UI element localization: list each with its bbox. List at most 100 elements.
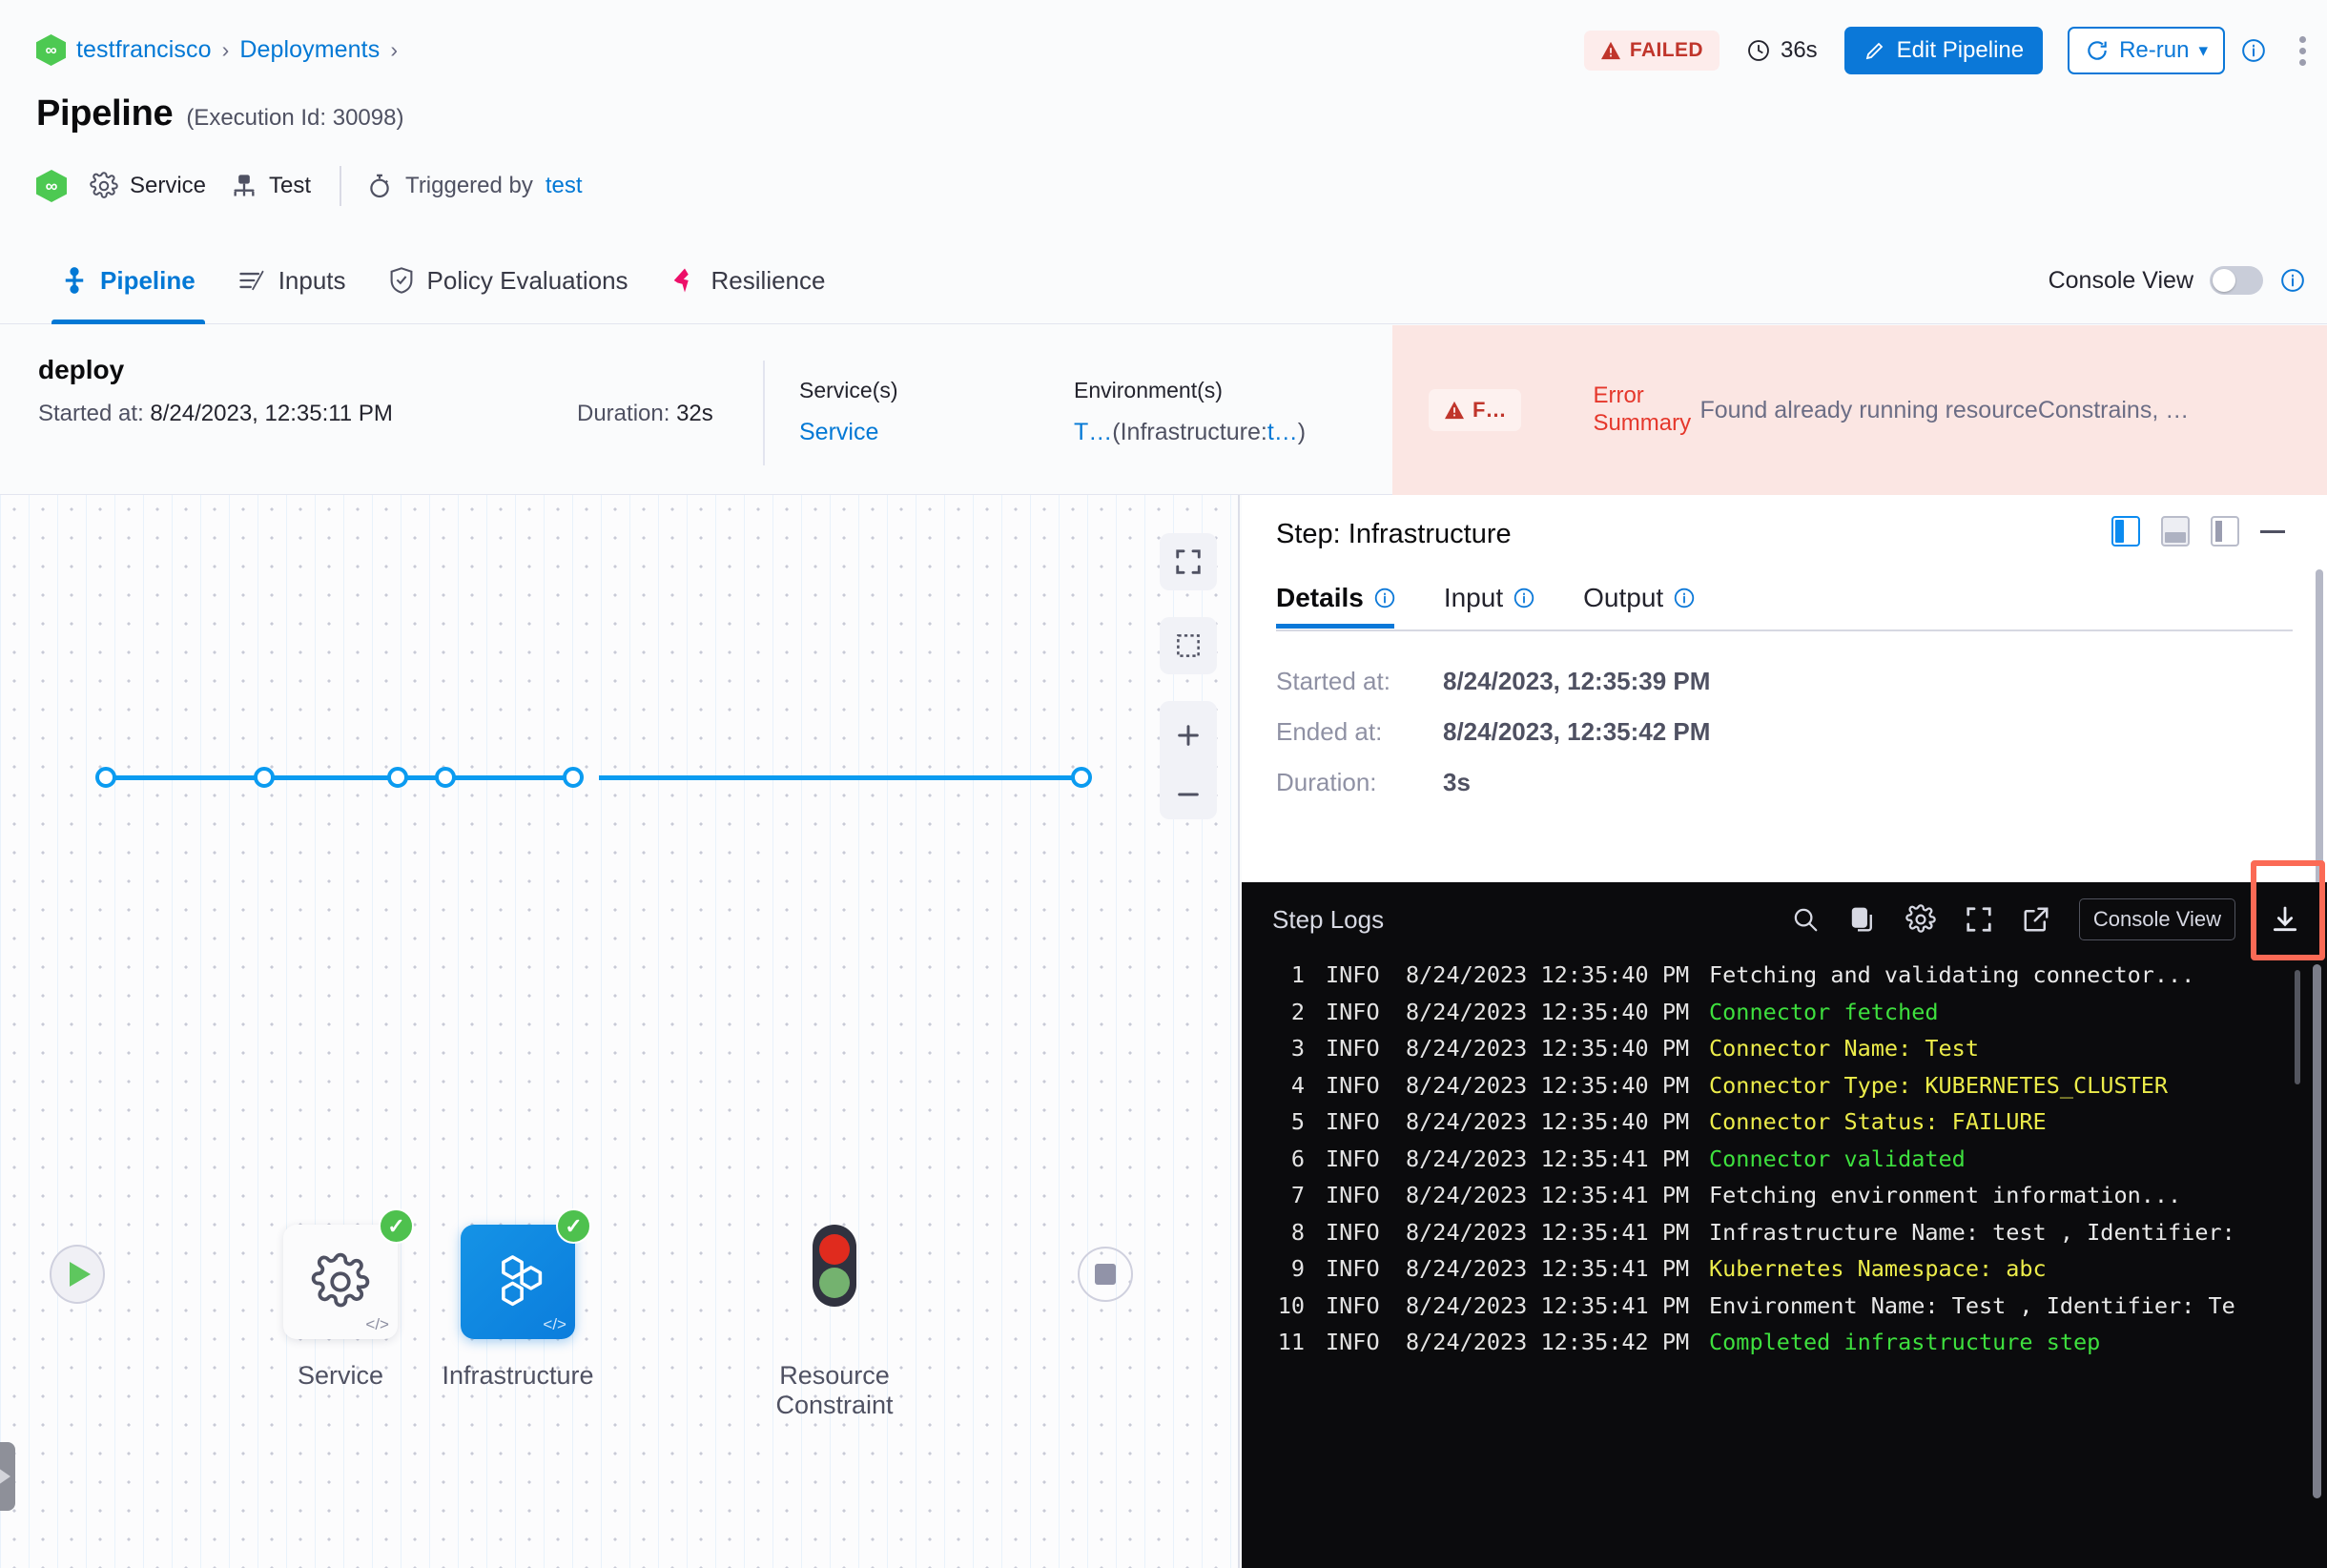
canvas-start-node[interactable]: [50, 1245, 105, 1304]
environment-meta[interactable]: Test: [231, 173, 311, 199]
port-infrastructure-in: [435, 767, 456, 788]
split-bottom-view-icon[interactable]: [2161, 516, 2190, 547]
canvas-node-infrastructure[interactable]: </> ✓: [461, 1208, 591, 1339]
canvas-node-service[interactable]: </> ✓: [283, 1208, 414, 1339]
error-status-chip-label: F…: [1472, 398, 1507, 422]
search-icon[interactable]: [1791, 905, 1820, 934]
main-tab-bar: Pipeline Inputs Policy Evaluations: [0, 237, 2327, 324]
port-infrastructure-out: [563, 767, 584, 788]
step-detail-view-controls: [2111, 516, 2285, 547]
log-level: INFO: [1326, 1108, 1380, 1136]
download-logs-button[interactable]: [2251, 860, 2325, 960]
console-view-label: Console View: [2048, 266, 2193, 294]
log-level: INFO: [1326, 1145, 1380, 1172]
step-tab-output[interactable]: Output: [1583, 583, 1717, 629]
canvas-toolbar: [1160, 533, 1217, 819]
rerun-info-icon[interactable]: [2240, 37, 2267, 64]
step-tab-input[interactable]: Input: [1444, 583, 1556, 629]
rerun-button[interactable]: Re-run ▾: [2068, 27, 2225, 74]
clock-icon: [1746, 38, 1771, 63]
log-message: Fetching and validating connector...: [1709, 961, 2195, 989]
triggered-by-label: Triggered by: [405, 173, 533, 198]
fit-to-screen-button[interactable]: [1160, 533, 1217, 590]
stage-environments-value[interactable]: T…(Infrastructure:t…): [1074, 419, 1306, 446]
detail-key-started: Started at:: [1276, 667, 1390, 695]
stage-started-at: Started at: 8/24/2023, 12:35:11 PM: [38, 401, 393, 427]
log-line-number: 4: [1290, 1071, 1305, 1099]
execution-meta-row: ∞ Service: [36, 164, 583, 208]
tab-pipeline-label: Pipeline: [100, 265, 196, 295]
zoom-in-button[interactable]: [1173, 720, 1204, 751]
log-scrollbar[interactable]: [2313, 964, 2321, 1498]
tab-inputs[interactable]: Inputs: [216, 237, 367, 324]
execution-duration: 36s: [1746, 37, 1818, 64]
infrastructure-icon: [231, 173, 257, 199]
input-info-icon[interactable]: [1513, 587, 1535, 609]
log-timestamp: 8/24/2023 12:35:41 PM: [1406, 1218, 1690, 1246]
log-level: INFO: [1326, 1035, 1380, 1063]
log-line-number: 6: [1290, 1145, 1305, 1172]
breadcrumb-item-deployments[interactable]: Deployments: [239, 36, 381, 63]
console-view-info-icon[interactable]: [2279, 267, 2306, 294]
details-info-icon[interactable]: [1373, 587, 1396, 609]
collapse-panel-handle[interactable]: [0, 1442, 15, 1511]
copy-icon[interactable]: [1848, 905, 1877, 934]
log-timestamp: 8/24/2023 12:35:41 PM: [1406, 1255, 1690, 1283]
log-level: INFO: [1326, 961, 1380, 989]
edge-service-to-infrastructure: [259, 775, 565, 780]
stage-name: deploy: [38, 355, 125, 384]
pipeline-canvas[interactable]: </> ✓ Service </> ✓ Infrastructure: [0, 495, 1240, 1568]
more-options-button[interactable]: [2299, 35, 2306, 66]
stage-duration-value: 32s: [676, 401, 713, 426]
breadcrumb-item-account[interactable]: testfrancisco: [76, 36, 212, 63]
step-detail-title: Step: Infrastructure: [1276, 519, 1512, 549]
log-line-number: 9: [1290, 1255, 1305, 1283]
logs-console-view-button[interactable]: Console View: [2078, 898, 2235, 940]
log-timestamp: 8/24/2023 12:35:40 PM: [1406, 1035, 1690, 1063]
log-message: Connector Type: KUBERNETES_CLUSTER: [1709, 1071, 2169, 1099]
tab-inputs-label: Inputs: [278, 265, 346, 295]
canvas-end-node[interactable]: [1078, 1247, 1133, 1302]
top-bar: ∞ testfrancisco › Deployments › Pipeline…: [0, 0, 2327, 237]
step-panel-scrollbar[interactable]: [2316, 569, 2323, 1046]
warning-triangle-icon: [1600, 41, 1621, 60]
expand-icon[interactable]: [1965, 905, 1993, 934]
pipeline-icon: [61, 266, 88, 295]
log-timestamp: 8/24/2023 12:35:41 PM: [1406, 1145, 1690, 1172]
split-right-view-icon[interactable]: [2111, 516, 2140, 547]
tab-resilience[interactable]: Resilience: [649, 237, 847, 324]
stage-environments-column: Environment(s) T…(Infrastructure:t…): [1074, 378, 1306, 446]
log-line-number: 7: [1290, 1182, 1305, 1209]
stage-services-column: Service(s) Service: [799, 378, 898, 446]
zoom-out-button[interactable]: [1173, 789, 1204, 800]
edit-pipeline-label: Edit Pipeline: [1896, 37, 2025, 63]
gear-icon[interactable]: [1905, 904, 1936, 935]
minimize-icon[interactable]: [2260, 529, 2285, 533]
log-timestamp: 8/24/2023 12:35:41 PM: [1406, 1291, 1690, 1319]
stage-divider: [763, 361, 765, 465]
step-tabs-underline: [1276, 629, 2293, 631]
detail-row-started: Started at: 8/24/2023, 12:35:39 PM: [1276, 667, 1710, 696]
selection-box-button[interactable]: [1160, 617, 1217, 674]
service-meta[interactable]: Service: [90, 172, 206, 200]
log-line-number: 1: [1290, 961, 1305, 989]
step-tab-details[interactable]: Details: [1276, 583, 1417, 629]
tab-policy-evaluations[interactable]: Policy Evaluations: [367, 237, 649, 324]
edit-pipeline-button[interactable]: Edit Pipeline: [1843, 27, 2044, 74]
log-message: Environment Name: Test , Identifier: Te: [1709, 1291, 2235, 1319]
canvas-node-resource-constraint[interactable]: [813, 1225, 856, 1307]
triggered-by-user[interactable]: test: [545, 173, 583, 198]
log-line-number: 3: [1290, 1035, 1305, 1063]
log-inner-scrollbar[interactable]: [2295, 970, 2300, 1084]
tab-pipeline[interactable]: Pipeline: [40, 237, 216, 324]
stage-services-value[interactable]: Service: [799, 419, 879, 445]
console-view-switch[interactable]: [2210, 266, 2263, 295]
open-external-icon[interactable]: [2022, 905, 2050, 934]
error-summary-label: Error Summary: [1593, 382, 1699, 438]
breadcrumb: ∞ testfrancisco › Deployments ›: [36, 34, 398, 66]
output-info-icon[interactable]: [1673, 587, 1696, 609]
full-view-icon[interactable]: [2211, 516, 2239, 547]
console-view-toggle-group: Console View: [2049, 237, 2306, 324]
